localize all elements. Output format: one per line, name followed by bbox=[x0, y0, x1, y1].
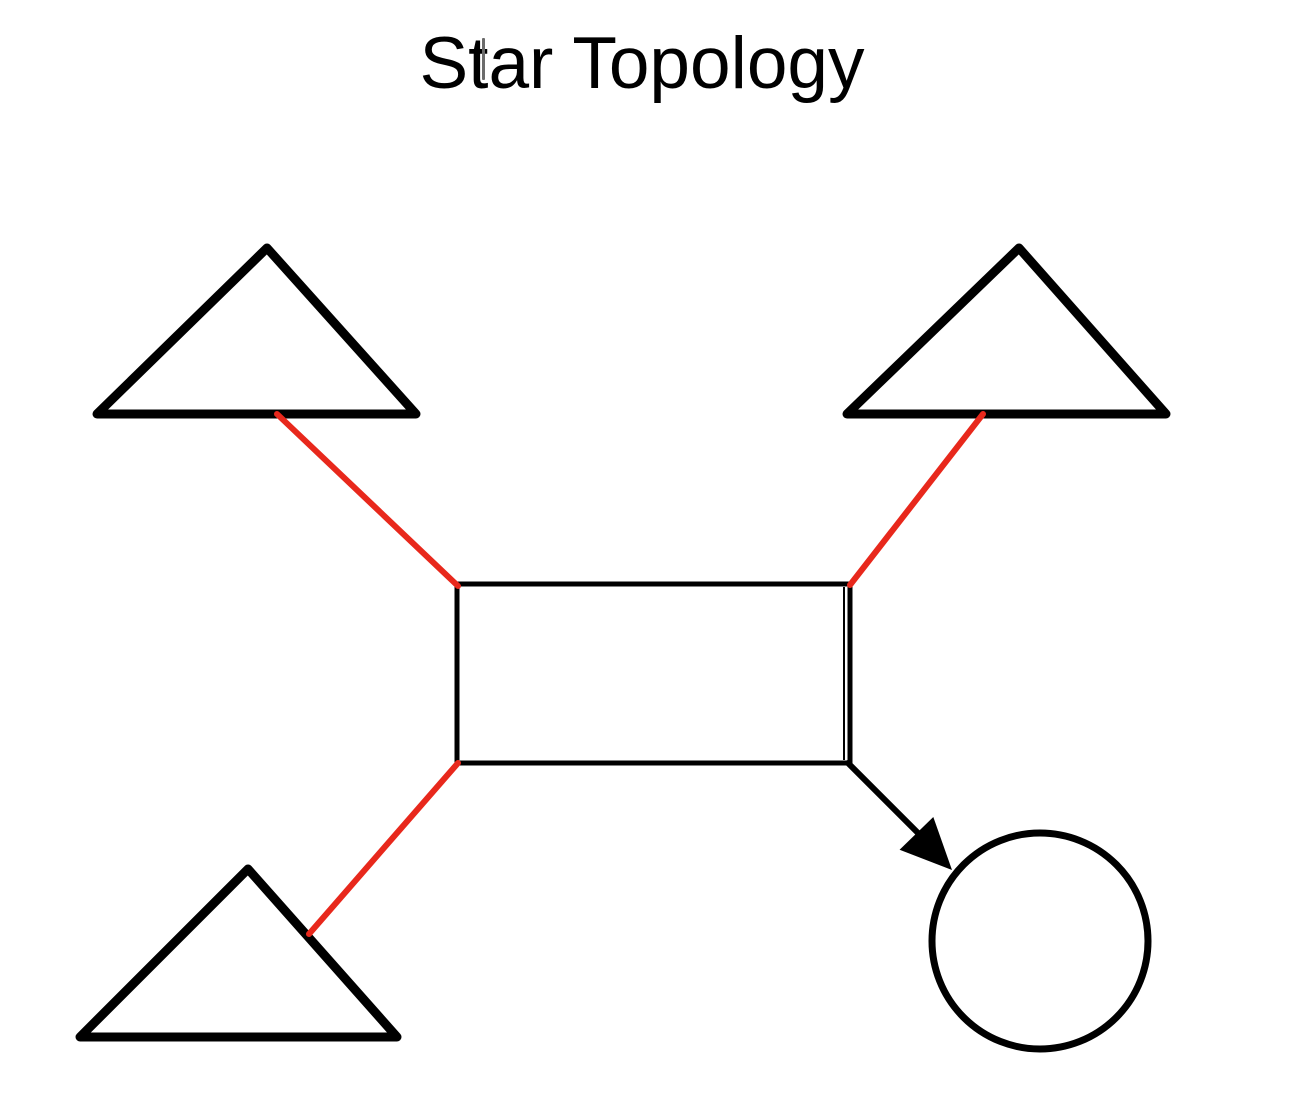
link-topleft-to-hub bbox=[274, 411, 461, 589]
triangle-node-top-right bbox=[842, 243, 1171, 419]
diagram-title: Star Topology bbox=[419, 23, 865, 104]
triangle-node-top-left bbox=[92, 243, 421, 419]
arrow-hub-to-circle bbox=[845, 760, 931, 846]
endpoint-circle bbox=[928, 829, 1152, 1053]
link-topright-to-hub bbox=[847, 411, 986, 588]
triangle-node-bottom-left bbox=[75, 864, 402, 1042]
text-caret bbox=[482, 38, 485, 80]
link-bottomleft-to-hub bbox=[306, 760, 461, 937]
hub-rectangle bbox=[454, 581, 853, 766]
arrow-hub-to-circle-arrowhead bbox=[899, 817, 952, 870]
